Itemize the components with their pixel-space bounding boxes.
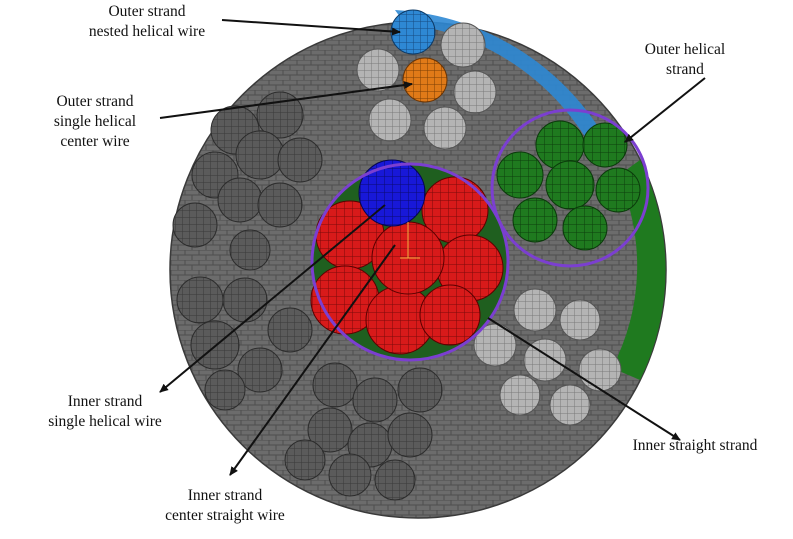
wire: [177, 277, 223, 323]
arrow-outer-helical: [625, 78, 705, 142]
wire: [218, 178, 262, 222]
wire: [560, 300, 600, 340]
label-outer-helical-strand: Outer helical strand: [620, 40, 750, 80]
label-outer-strand-nested-helical-wire: Outer strand nested helical wire: [62, 2, 232, 42]
wire: [563, 206, 607, 250]
label-inner-strand-center-straight-wire: Inner strand center straight wire: [140, 486, 310, 526]
wire: [500, 375, 540, 415]
wire: [205, 370, 245, 410]
wire: [513, 198, 557, 242]
wire: [173, 203, 217, 247]
outer-strand-center-wire: [403, 58, 447, 102]
wire: [369, 99, 411, 141]
wire: [441, 23, 485, 67]
wire: [398, 368, 442, 412]
wire: [514, 289, 556, 331]
label-inner-straight-strand: Inner straight strand: [600, 436, 790, 456]
wire: [268, 308, 312, 352]
wire: [278, 138, 322, 182]
wire: [579, 349, 621, 391]
wire: [357, 49, 399, 91]
wire: [313, 363, 357, 407]
wire: [285, 440, 325, 480]
wire: [596, 168, 640, 212]
wire: [388, 413, 432, 457]
wire: [424, 107, 466, 149]
wire: [420, 285, 480, 345]
wire: [550, 385, 590, 425]
wire: [230, 230, 270, 270]
wire: [329, 454, 371, 496]
inner-strand-single-helical-wire: [359, 160, 425, 226]
wire: [353, 378, 397, 422]
wire: [375, 460, 415, 500]
wire: [258, 183, 302, 227]
label-outer-strand-single-helical-center-wire: Outer strand single helical center wire: [30, 92, 160, 152]
label-inner-strand-single-helical-wire: Inner strand single helical wire: [20, 392, 190, 432]
wire: [454, 71, 496, 113]
wire: [223, 278, 267, 322]
wire: [497, 152, 543, 198]
wire: [236, 131, 284, 179]
wire: [546, 161, 594, 209]
